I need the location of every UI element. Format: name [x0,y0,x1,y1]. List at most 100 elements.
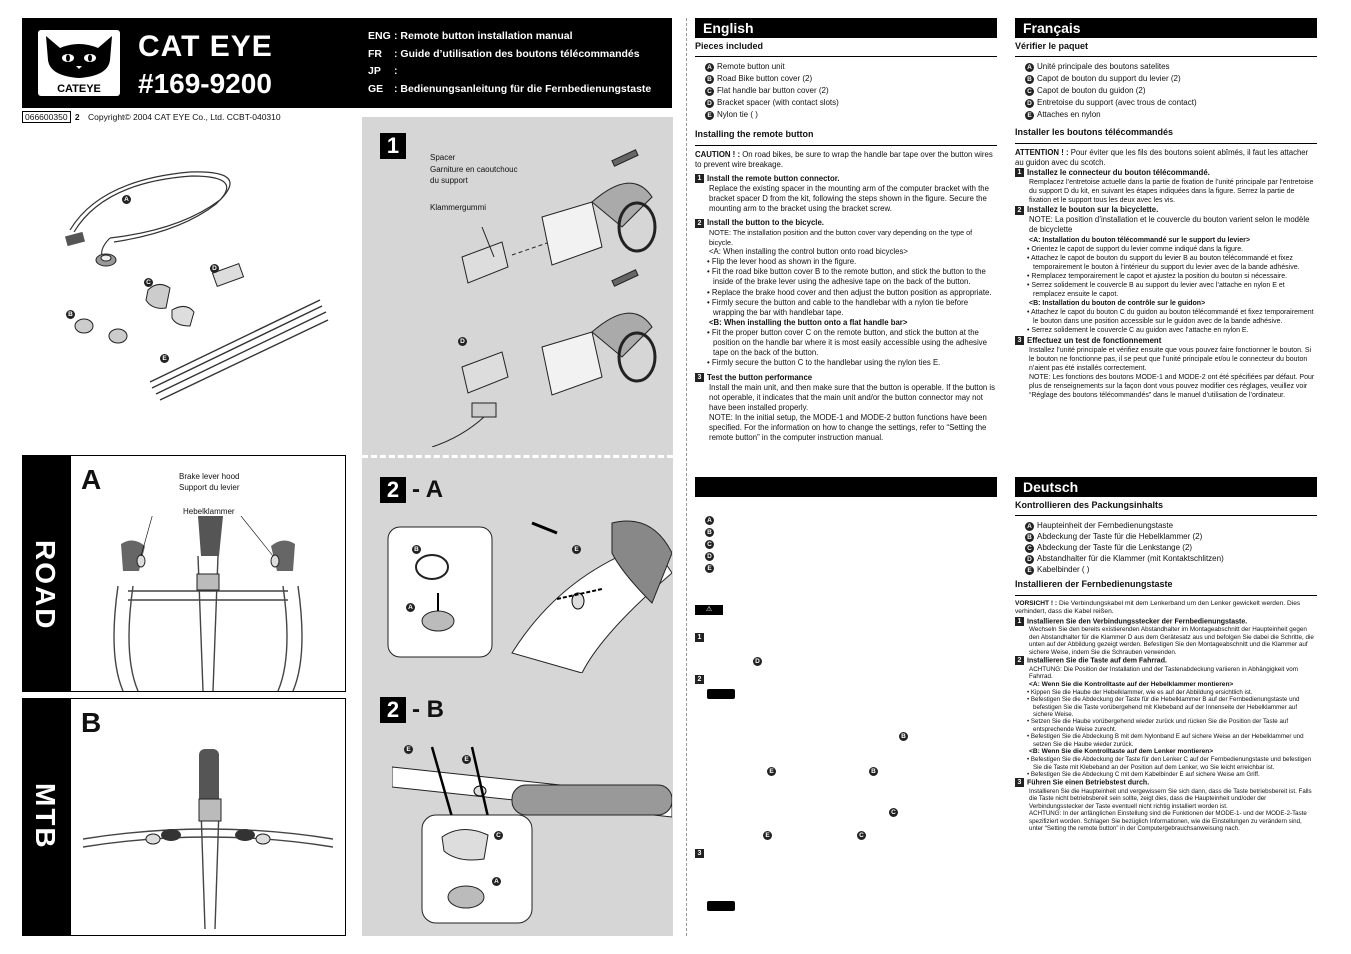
jp-note-tag [707,689,735,699]
road-label: ROAD [30,540,61,631]
francais-caution: Pour éviter que les fils des boutons soi… [1015,147,1309,167]
bullet-text: Befestigen Sie die Abdeckung der Taste f… [1030,696,1300,718]
jp-letter: C [705,540,714,550]
english-pieces-title: Pieces included [695,41,764,51]
mtb-handlebar-drawing [83,749,333,929]
jp-letter-b: B [899,732,908,742]
japanese-pieces-list: A B C D E [695,515,717,575]
figure-label-a: A [406,603,415,613]
english-caution: On road bikes, be sure to wrap the handl… [695,149,993,169]
manual-text: : [394,65,398,77]
road-handlebar-drawing [113,516,303,691]
figures-column: 1 Spacer Garniture en caoutchouc du supp… [362,117,673,936]
deutsch-step3-note: ACHTUNG: In der anfänglichen Einstellung… [1029,810,1307,833]
piece-item: Entretoise du support (avec trous de con… [1037,98,1197,108]
road-caption-1: Brake lever hood [179,472,240,481]
piece-item: Abstandhalter für die Klammer (mit Konta… [1037,554,1224,564]
japanese-section: A B C D E ⚠ 1 D 2 B E B C E C 3 [695,477,997,936]
deutsch-step2a-title: <A: Wenn Sie die Kontrolltaste auf der H… [1029,680,1234,688]
page-number: 2 [74,112,80,122]
jp-note-tag-2 [707,901,735,911]
part-label-c: C [144,278,153,288]
manual-text: : Bedienungsanleitung für die Fernbedien… [394,82,652,95]
bullet-text: Attachez le capot de bouton du support d… [1031,254,1300,271]
piece-item: Flat handle bar button cover (2) [717,86,829,96]
bullet-text: Flip the lever hood as shown in the figu… [711,257,857,267]
deutsch-install-title: Installieren der Fernbedienungstaste [1015,579,1173,590]
deutsch-step3-text: Installieren Sie die Haupteinheit und ve… [1029,787,1312,810]
manual-text: : Remote button installation manual [394,30,573,42]
piece-item: Abdeckung der Taste für die Hebelklammer… [1037,532,1203,542]
warning-icon: ⚠ [695,605,723,615]
figure-label-b: B [412,545,421,555]
piece-item: Abdeckung der Taste für die Lenkstange (… [1037,543,1193,553]
english-step2a-item: • Flip the lever hood as shown in the fi… [707,257,857,267]
deutsch-step2-title: Installieren Sie die Taste auf dem Fahrr… [1027,657,1167,665]
step-2b-suffix: - B [412,696,444,723]
english-step1-title: Install the remote button connector. [707,173,840,183]
english-step2a-title: <A: When installing the control button o… [709,247,908,257]
part-label-b: B [66,310,75,320]
bullet-text: Befestigen Sie die Abdeckung B mit dem N… [1030,733,1304,748]
figure-label-e2: E [404,745,413,755]
francais-step2b-title: <B: Installation du bouton de contrôle s… [1029,300,1206,308]
road-section-letter: A [81,464,102,495]
english-step2a-item: • Fit the road bike button cover B to th… [707,267,986,287]
deutsch-step3-title: Führen Sie einen Betriebstest durch. [1027,779,1150,787]
francais-step2-note: NOTE: La position d’installation et le c… [1029,215,1310,235]
logo-text: CATEYE [57,83,101,95]
jp-letter: B [705,528,714,538]
bullet-text: Befestigen Sie die Abdeckung der Taste f… [1030,756,1312,771]
step-2b-badge: 2 [380,697,406,723]
english-step2-title: Install the button to the bicycle. [707,218,824,228]
cateye-logo: CATEYE [38,30,120,96]
english-install-title: Installing the remote button [695,129,814,140]
bullet-text: Firmly secure the button and cable to th… [711,297,969,317]
bullet-text: Serrez solidement le couvercle B au supp… [1031,282,1285,299]
flat-bar-drawing [392,746,672,924]
piece-item: Haupteinheit der Fernbedienungstaste [1037,521,1174,531]
francais-step2a-item: • Serrez solidement le couvercle B au su… [1027,282,1285,299]
francais-step2a-item: • Attachez le capot de bouton du support… [1027,254,1300,271]
bullet-text: Orientez le capot de support du levier c… [1031,245,1244,253]
road-caption-2: Support du levier [179,483,240,492]
francais-step2a-item: • Orientez le capot de support du levier… [1027,245,1244,253]
deutsch-step2-note: ACHTUNG: Die Position der Installation u… [1029,665,1299,681]
step-1-caption-3: du support [430,176,468,185]
manual-code: JP [368,65,381,77]
bullet-text: Fit the road bike button cover B to the … [711,267,986,287]
jp-letter-c2: C [857,831,866,841]
english-step2a-item: • Replace the brake hood cover and then … [707,287,992,297]
bullet-text: Firmly secure the button C to the handle… [711,358,941,368]
bullet-text: Fit the proper button cover C on the rem… [711,328,987,358]
english-title: English [695,18,997,38]
step-2a-badge: 2 [380,477,406,503]
english-step2b-item: • Firmly secure the button C to the hand… [707,358,941,368]
copyright: Copyright© 2004 CAT EYE Co., Ltd. CCBT-0… [88,112,281,122]
bracket-drawing [431,149,657,447]
japanese-title-bar [695,477,997,497]
francais-install-title: Installer les boutons télécommandés [1015,127,1174,138]
jp-letter-c: C [889,808,898,818]
francais-step2b-item: • Attachez le capot du bouton C du guido… [1027,309,1314,326]
road-lever-drawing [387,520,672,673]
figure-label-c: C [494,831,503,841]
english-step2b-title: <B: When installing the button onto a fl… [709,317,908,327]
deutsch-title: Deutsch [1015,477,1317,497]
part-label-d: D [210,264,219,274]
deutsch-caution-label: VORSICHT ! : [1015,599,1058,607]
model-number: #169-9200 [138,68,272,99]
piece-item: Kabelbinder ( ) [1037,565,1090,575]
deutsch-step2b-title: <B: Wenn Sie die Kontrolltaste auf dem L… [1029,748,1214,756]
step-2a-suffix: - A [412,476,444,503]
francais-step2a-item: • Remplacez temporairement le capot et a… [1027,272,1288,280]
deutsch-step2a-item: • Setzen Sie die Haube vorübergehend wie… [1027,718,1289,733]
piece-item: Capot de bouton du support du levier (2) [1037,74,1181,84]
jp-letter-e2: E [763,831,772,841]
francais-step2a-title: <A: Installation du bouton télécommandé … [1029,236,1250,244]
road-panel: A ROAD A Brake lever hood Support du lev… [22,455,346,692]
